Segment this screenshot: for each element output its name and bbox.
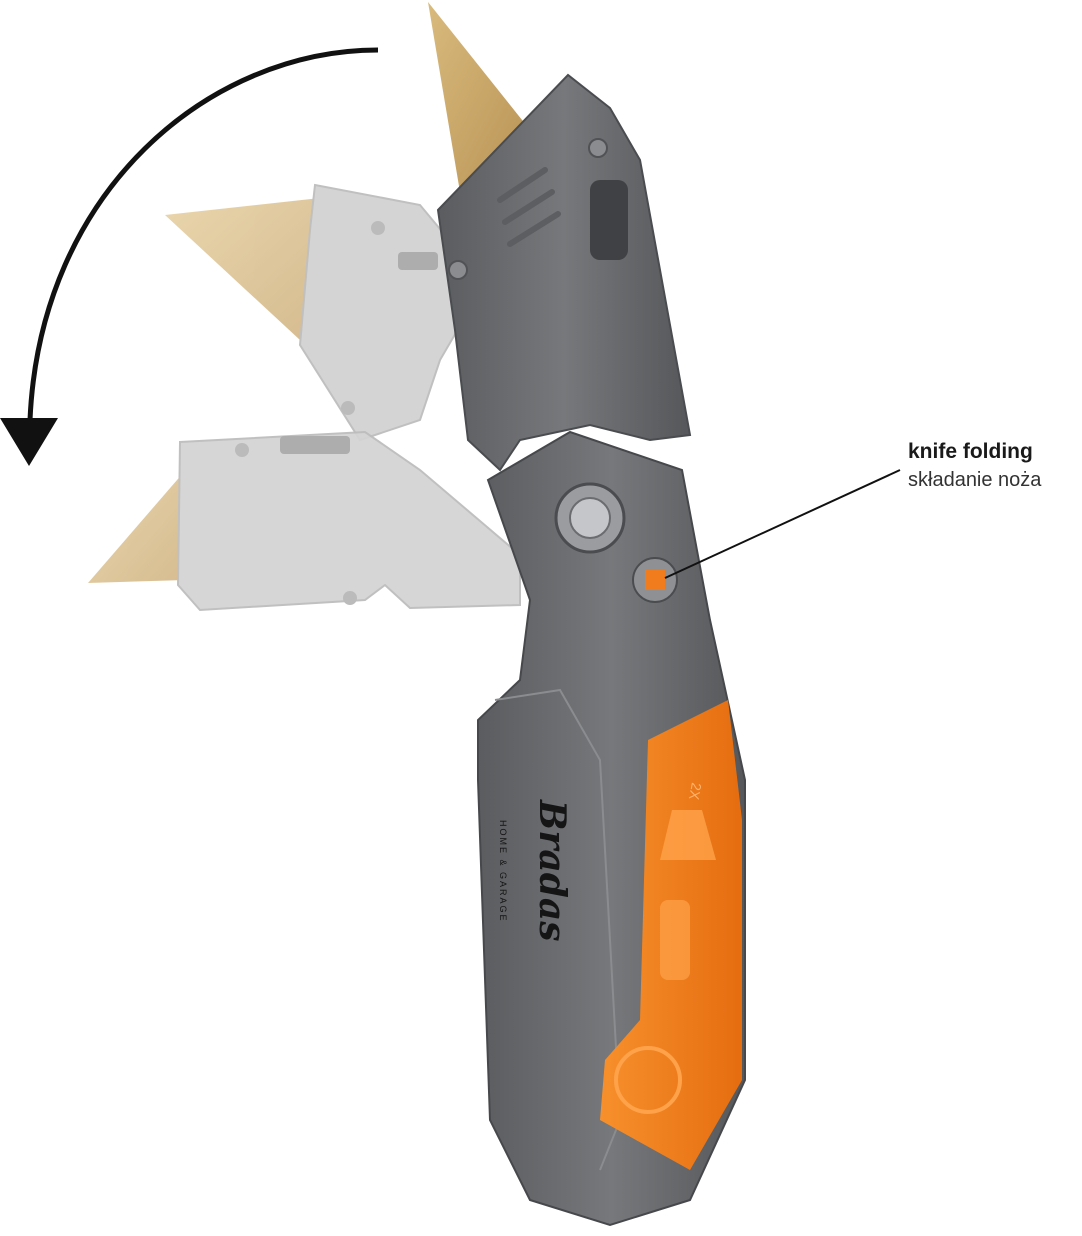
blade-count-label: 2X [686, 781, 705, 801]
ghost-blade-lower [88, 430, 521, 612]
blade-carrier [436, 73, 692, 472]
callout-subtitle: składanie noża [908, 469, 1042, 491]
knife-handle [477, 430, 746, 1227]
ghost-blade-upper [165, 183, 477, 442]
brand-tagline: HOME & GARAGE [498, 820, 508, 923]
rotation-arrow-icon [0, 47, 379, 466]
callout-title: knife folding [908, 440, 1033, 463]
feature-callout: knife folding składanie noża [908, 438, 1041, 494]
callout-leader-line [664, 469, 901, 579]
blade-lock-slider[interactable] [590, 180, 628, 260]
folding-marker-icon[interactable] [632, 557, 678, 603]
brand-logo: Bradas [531, 799, 573, 942]
blade-icon [660, 810, 716, 860]
pivot-screw [554, 482, 626, 554]
release-button-icon[interactable] [614, 1046, 682, 1114]
